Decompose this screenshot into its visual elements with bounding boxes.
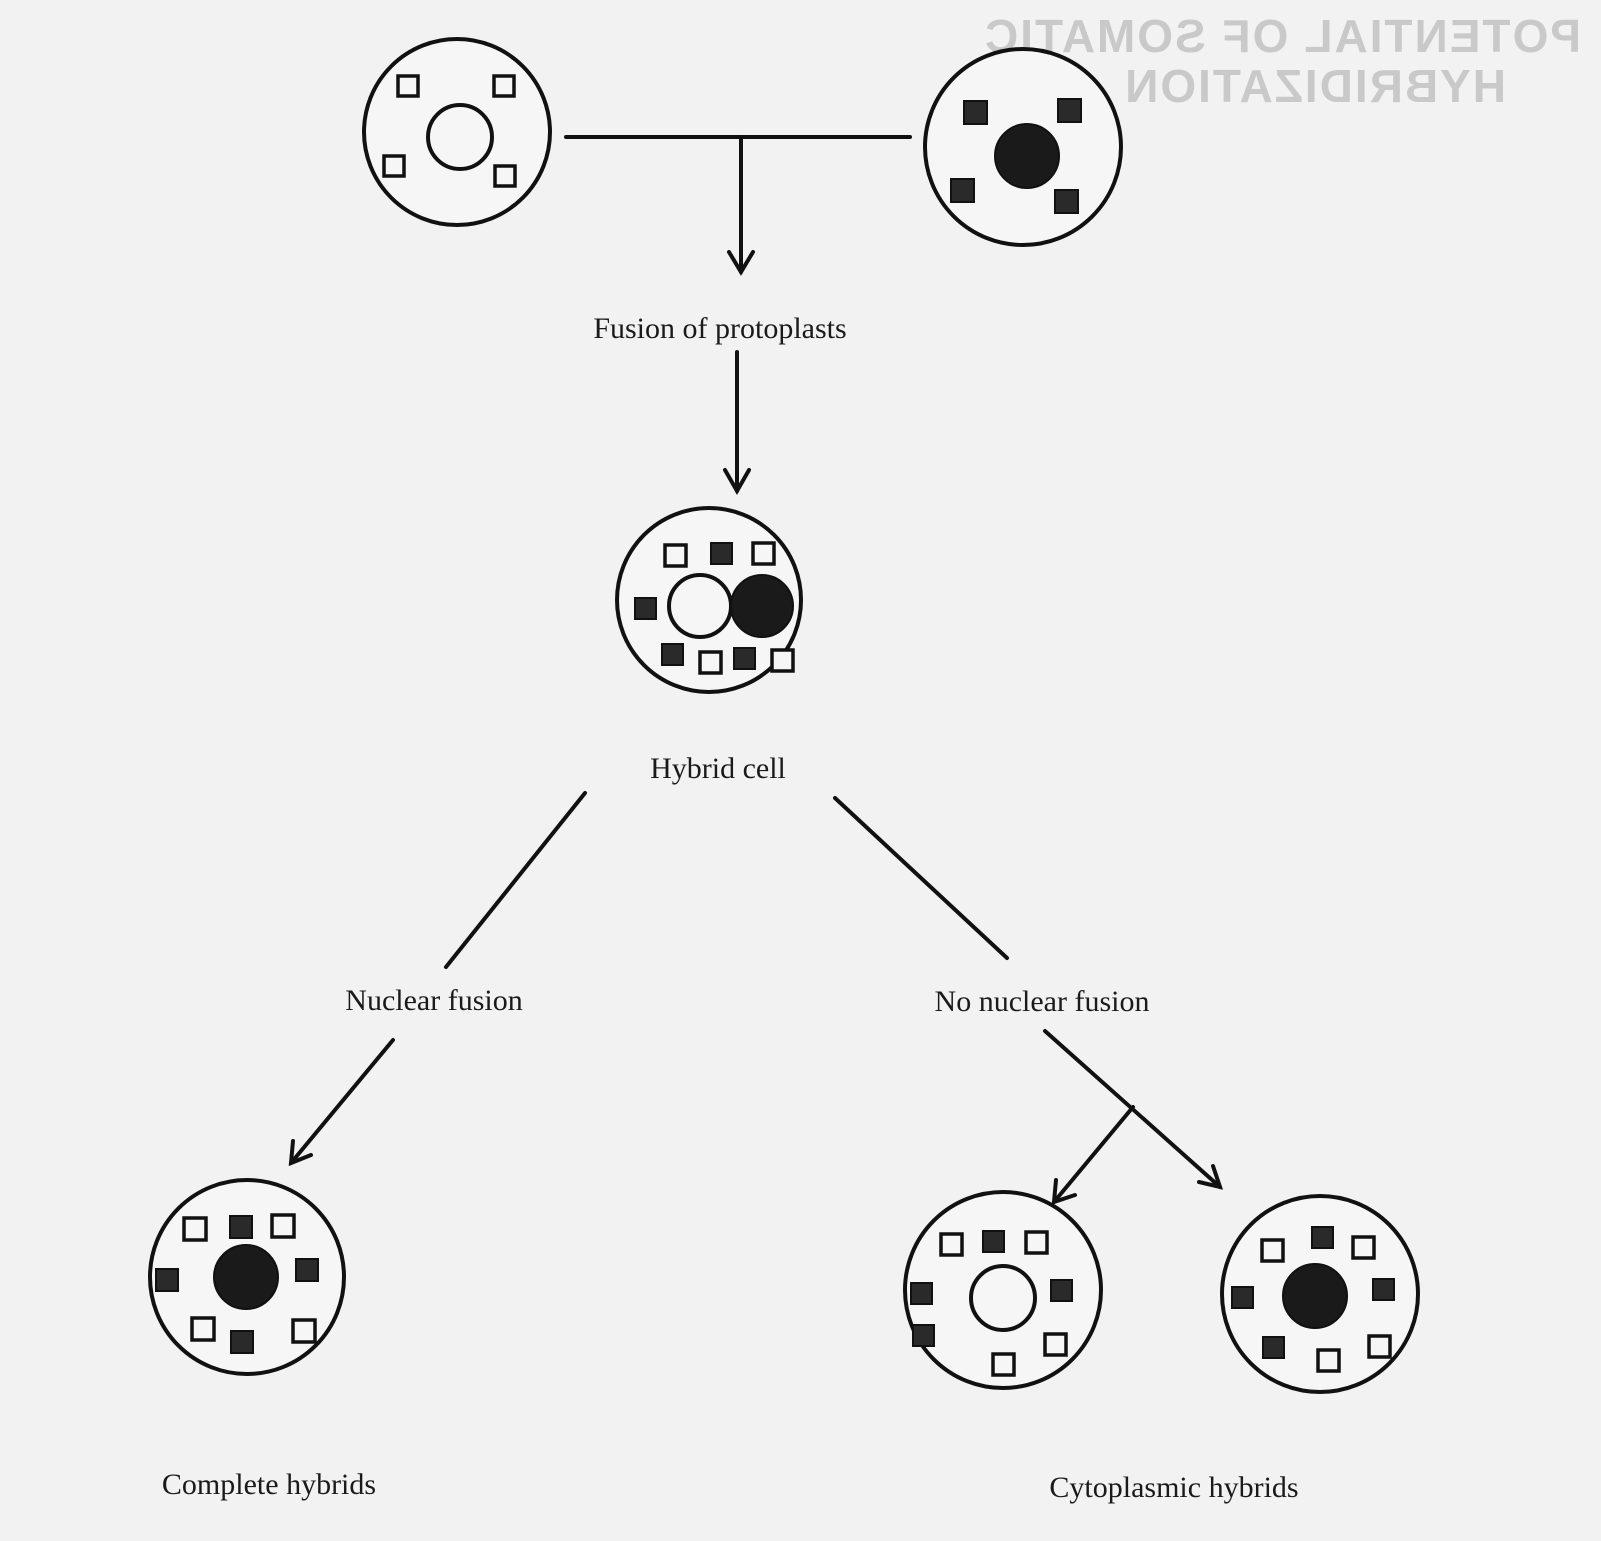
- organelle-filled: [1372, 1278, 1395, 1301]
- hybrid-cell: [615, 506, 803, 694]
- organelle-filled: [950, 178, 975, 203]
- organelle-open: [991, 1352, 1016, 1377]
- organelle-open: [493, 164, 517, 188]
- label-nuclear-fusion: Nuclear fusion: [345, 984, 522, 1017]
- organelle-filled: [155, 1268, 179, 1292]
- organelle-filled: [1054, 189, 1079, 214]
- parent-protoplast-a: [362, 37, 552, 227]
- organelle-filled: [229, 1215, 253, 1239]
- nucleus-filled: [213, 1244, 279, 1310]
- no-nuclear-right-arrowhead: [1197, 1164, 1224, 1190]
- organelle-open: [182, 1216, 208, 1242]
- organelle-filled: [1050, 1279, 1073, 1302]
- organelle-filled: [733, 647, 756, 670]
- label-complete-hybrids: Complete hybrids: [162, 1468, 376, 1501]
- organelle-open: [751, 541, 776, 566]
- nucleus-filled: [994, 123, 1060, 189]
- organelle-open: [1351, 1235, 1376, 1260]
- organelle-filled: [295, 1258, 319, 1282]
- organelle-open: [382, 154, 406, 178]
- fusion-to-hybrid-arrowhead: [723, 468, 751, 496]
- nucleus-open: [667, 573, 733, 639]
- nucleus-filled: [1282, 1263, 1348, 1329]
- organelle-filled: [634, 597, 657, 620]
- organelle-open: [270, 1213, 296, 1239]
- organelle-open: [770, 648, 795, 673]
- label-fusion-of-protoplasts: Fusion of protoplasts: [593, 312, 846, 345]
- organelle-filled: [1311, 1226, 1334, 1249]
- nucleus-open: [426, 103, 494, 171]
- cytoplasmic-hybrid-cell-b: [1220, 1194, 1420, 1394]
- bleed-heading-line-2: HYBRIDIZATION: [1123, 60, 1506, 112]
- organelle-open: [1043, 1332, 1068, 1357]
- nucleus-filled: [730, 574, 794, 638]
- organelle-filled: [912, 1324, 935, 1347]
- parent-protoplast-b: [923, 47, 1123, 247]
- organelle-filled: [1057, 98, 1082, 123]
- complete-hybrid-cell: [148, 1178, 346, 1376]
- organelle-filled: [1262, 1336, 1285, 1359]
- organelle-open: [1316, 1348, 1341, 1373]
- connectors: [288, 135, 1224, 1205]
- organelle-filled: [982, 1230, 1005, 1253]
- organelle-open: [190, 1316, 216, 1342]
- organelle-open: [396, 74, 420, 98]
- organelle-filled: [661, 643, 684, 666]
- nucleus-open: [969, 1264, 1037, 1332]
- label-hybrid-cell: Hybrid cell: [650, 752, 786, 785]
- organelle-open: [698, 650, 723, 675]
- nuclear-to-complete-line: [289, 1038, 395, 1165]
- organelle-filled: [710, 542, 733, 565]
- hybrid-left-branch: [444, 791, 587, 969]
- bleed-heading-line-1: POTENTIAL OF SOMATIC: [983, 10, 1581, 62]
- no-nuclear-left-arrowhead: [1051, 1178, 1077, 1205]
- hybrid-right-branch: [833, 796, 1009, 960]
- organelle-open: [1260, 1238, 1285, 1263]
- label-no-nuclear-fusion: No nuclear fusion: [935, 985, 1150, 1018]
- organelle-filled: [963, 100, 988, 125]
- organelle-open: [492, 74, 516, 98]
- organelle-open: [1024, 1230, 1049, 1255]
- organelle-open: [291, 1318, 317, 1344]
- organelle-open: [1367, 1334, 1392, 1359]
- nuclear-to-complete-arrowhead: [288, 1139, 313, 1167]
- organelle-open: [663, 543, 688, 568]
- organelle-filled: [1231, 1286, 1254, 1309]
- no-nuclear-left-line: [1052, 1105, 1135, 1204]
- organelle-open: [939, 1232, 964, 1257]
- organelle-filled: [910, 1282, 933, 1305]
- label-cytoplasmic-hybrids: Cytoplasmic hybrids: [1049, 1471, 1298, 1504]
- cytoplasmic-hybrid-cell-a: [903, 1190, 1103, 1390]
- organelle-filled: [230, 1330, 254, 1354]
- join-down-arrowhead: [727, 250, 755, 276]
